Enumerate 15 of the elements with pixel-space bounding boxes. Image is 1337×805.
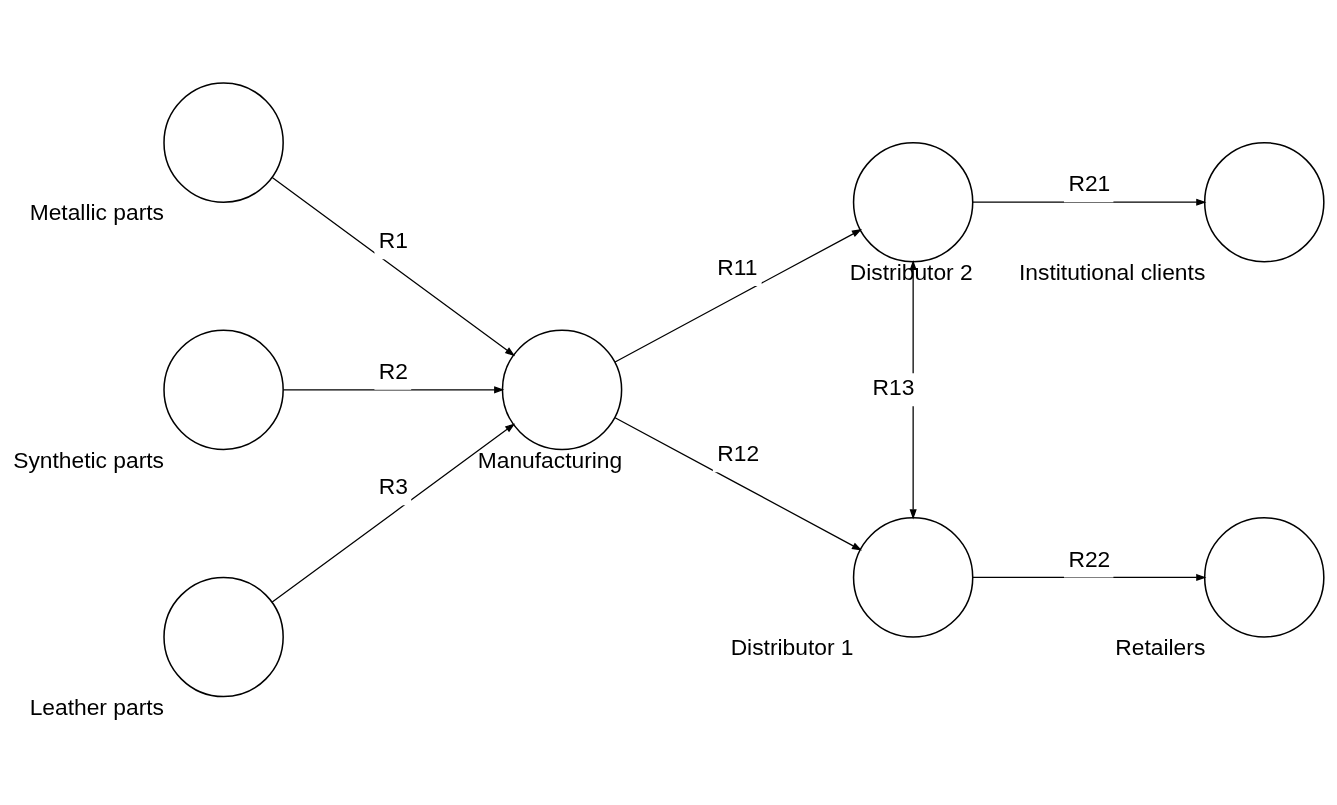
node-label: Metallic parts <box>29 199 164 226</box>
node-label: Retailers <box>1115 634 1206 661</box>
edge-label: R2 <box>378 357 409 384</box>
node-label: Leather parts <box>29 693 164 720</box>
edge-label: R1 <box>378 227 409 254</box>
edge-label: R3 <box>378 473 409 500</box>
edge-label: R11 <box>717 253 758 280</box>
node-label: Institutional clients <box>1019 259 1206 286</box>
edge-label: R22 <box>1068 545 1111 572</box>
edge-label: R13 <box>872 374 915 401</box>
edge-label: R12 <box>717 440 760 467</box>
edge-label: R21 <box>1068 170 1111 197</box>
node-label: Distributor 1 <box>730 634 854 661</box>
node-label: Manufacturing <box>477 446 623 473</box>
node-label: Synthetic parts <box>13 446 164 473</box>
